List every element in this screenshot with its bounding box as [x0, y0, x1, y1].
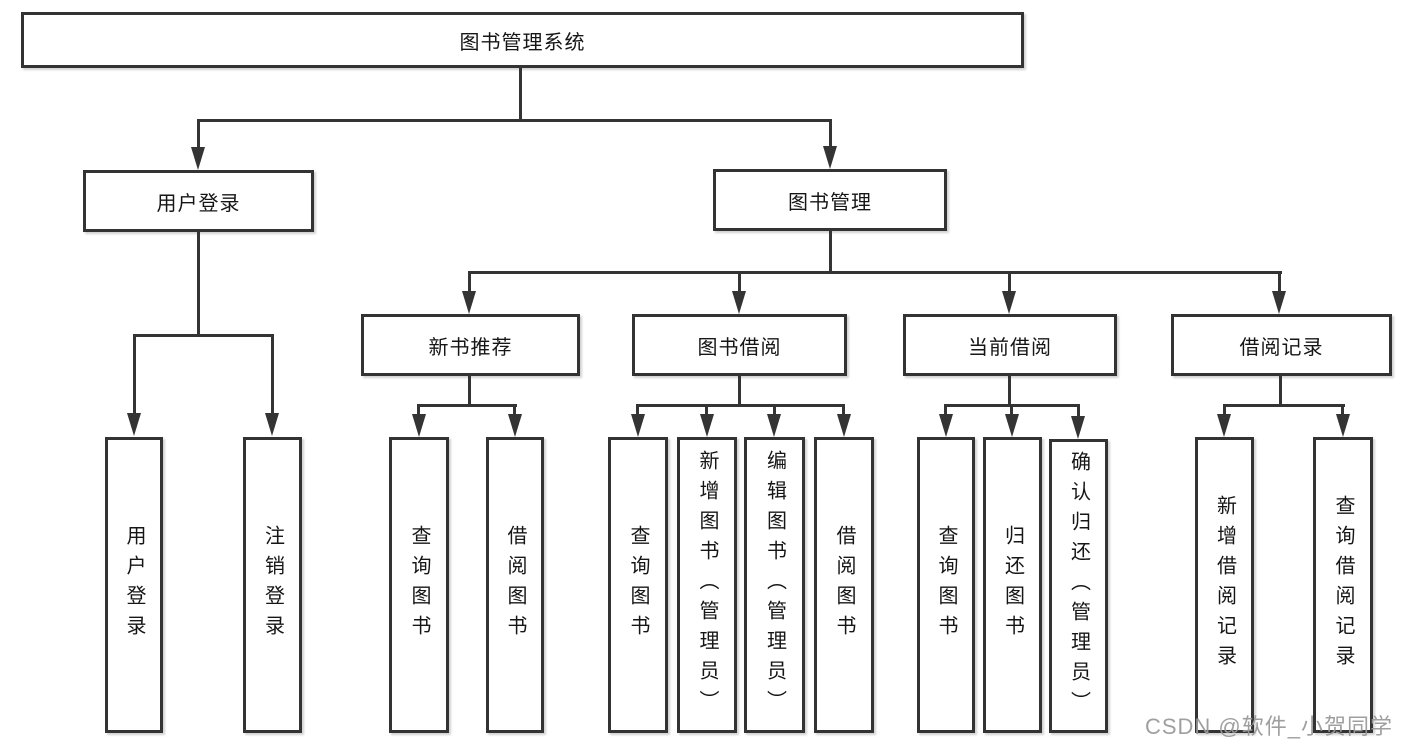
arrowhead-icon: [1217, 414, 1231, 437]
arrowhead-icon: [700, 414, 714, 437]
node-new-book-recommendation: 新书推荐: [361, 314, 580, 376]
node-library-system: 图书管理系统: [21, 12, 1024, 68]
connector-line: [197, 119, 200, 149]
arrowhead-icon: [191, 147, 205, 170]
connector-line: [944, 404, 947, 416]
leaf-query-books-borrow: 查询图书: [608, 437, 668, 733]
arrowhead-icon: [1071, 416, 1085, 439]
arrowhead-icon: [732, 291, 746, 314]
connector-line: [197, 119, 832, 122]
connector-line: [738, 271, 741, 293]
arrowhead-icon: [127, 413, 141, 436]
arrowhead-icon: [767, 414, 781, 437]
connector-line: [519, 68, 522, 120]
node-user-login: 用户登录: [83, 170, 314, 232]
arrowhead-icon: [823, 146, 837, 169]
leaf-user-login: 用户登录: [105, 437, 163, 733]
arrowhead-icon: [508, 414, 522, 437]
leaf-query-books-current: 查询图书: [917, 437, 975, 733]
csdn-watermark: CSDN @软件_小贺同学: [1144, 714, 1393, 739]
connector-line: [636, 404, 639, 416]
connector-line: [1223, 404, 1226, 416]
leaf-add-books-admin: 新增图书（管理员）: [677, 437, 737, 733]
connector-line: [417, 404, 517, 407]
connector-line: [1278, 271, 1281, 293]
arrowhead-icon: [265, 413, 279, 436]
leaf-logout: 注销登录: [243, 437, 302, 733]
leaf-return-books: 归还图书: [983, 437, 1042, 733]
arrowhead-icon: [837, 414, 851, 437]
arrowhead-icon: [1002, 291, 1016, 314]
connector-line: [1279, 376, 1282, 407]
arrowhead-icon: [1005, 414, 1019, 437]
arrowhead-icon: [462, 291, 476, 314]
connector-line: [197, 232, 200, 336]
node-book-borrowing: 图书借阅: [632, 314, 847, 376]
arrowhead-icon: [1272, 291, 1286, 314]
connector-line: [1008, 271, 1011, 293]
arrowhead-icon: [1336, 414, 1350, 437]
connector-line: [842, 404, 845, 416]
connector-line: [1010, 404, 1013, 416]
connector-line: [738, 376, 741, 407]
leaf-add-borrow-record: 新增借阅记录: [1195, 437, 1254, 733]
leaf-borrow-books: 借阅图书: [814, 437, 874, 733]
leaf-edit-books-admin: 编辑图书（管理员）: [744, 437, 805, 733]
connector-line: [1077, 404, 1080, 418]
connector-line: [513, 404, 516, 416]
leaf-query-borrow-record: 查询借阅记录: [1313, 437, 1373, 733]
connector-line: [1341, 404, 1344, 416]
connector-line: [636, 404, 845, 407]
arrowhead-icon: [939, 414, 953, 437]
connector-line: [271, 334, 274, 415]
arrowhead-icon: [412, 414, 426, 437]
leaf-confirm-return-admin: 确认归还（管理员）: [1049, 439, 1108, 733]
node-book-management: 图书管理: [713, 169, 947, 231]
connector-line: [1008, 376, 1011, 407]
connector-line: [133, 334, 136, 415]
connector-line: [468, 271, 471, 293]
node-borrowing-records: 借阅记录: [1171, 314, 1392, 376]
connector-line: [773, 404, 776, 416]
connector-line: [829, 231, 832, 273]
leaf-borrow-books-recommend: 借阅图书: [486, 437, 544, 733]
connector-line: [1223, 404, 1345, 407]
arrowhead-icon: [631, 414, 645, 437]
connector-line: [417, 404, 420, 416]
connector-line: [133, 334, 274, 337]
leaf-query-books-recommend: 查询图书: [389, 437, 449, 733]
node-current-borrowing: 当前借阅: [903, 314, 1117, 376]
connector-line: [705, 404, 708, 416]
connector-line: [468, 271, 1282, 274]
connector-line: [829, 119, 832, 148]
connector-line: [468, 376, 471, 407]
